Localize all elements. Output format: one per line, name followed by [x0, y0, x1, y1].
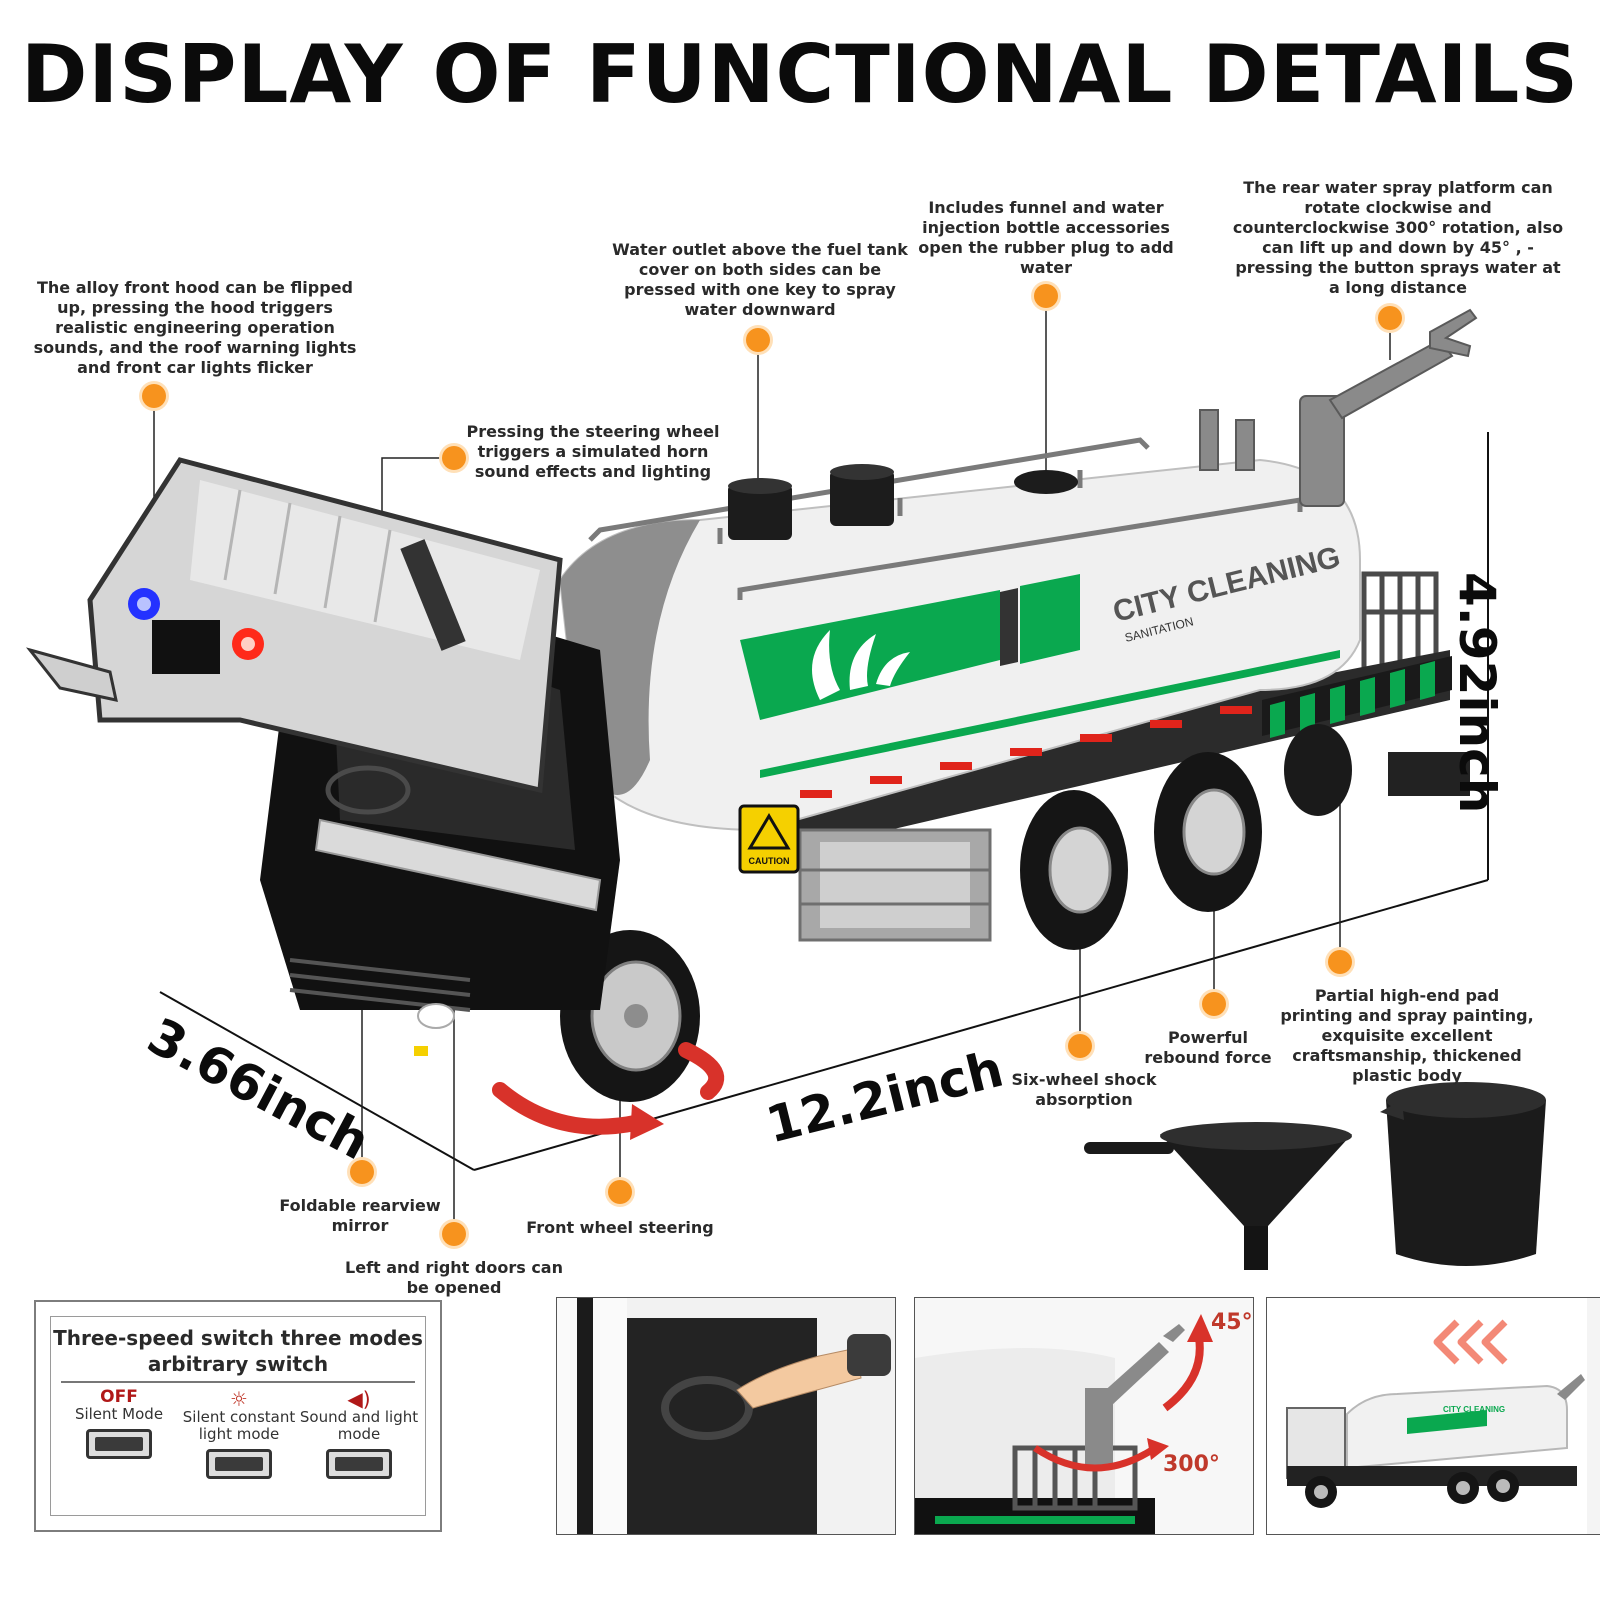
mode-switch[interactable] — [86, 1429, 152, 1459]
thumb-mini-truck: CITY CLEANING — [1266, 1297, 1600, 1535]
angle-lift-label: 45° — [1211, 1310, 1253, 1335]
callout-funnel: Includes funnel and water injection bott… — [918, 198, 1174, 277]
funnel — [1084, 1122, 1352, 1270]
callout-rebound: Powerful rebound force — [1144, 1028, 1272, 1067]
marker-dot — [746, 328, 770, 352]
mode-label: Sound and light mode — [299, 1408, 419, 1443]
thumb-steering — [556, 1297, 896, 1535]
marker-dot — [142, 384, 166, 408]
mode-label: Silent Mode — [74, 1405, 164, 1423]
mode-sound-light: ◀) Sound and light mode — [299, 1389, 419, 1479]
marker-dot — [350, 1160, 374, 1184]
measuring-cup — [1380, 1082, 1546, 1266]
mini-brand: CITY CLEANING — [1443, 1405, 1505, 1414]
angle-rotate-label: 300° — [1163, 1452, 1220, 1477]
marker-dot — [1034, 284, 1058, 308]
callout-water-outlet: Water outlet above the fuel tank cover o… — [612, 240, 908, 319]
motion-arrows-icon — [1433, 1319, 1508, 1365]
marker-dot — [442, 446, 466, 470]
fuel-box — [798, 828, 992, 942]
caution-sticker: CAUTION — [738, 804, 800, 874]
page-title: DISPLAY OF FUNCTIONAL DETAILS — [21, 28, 1579, 121]
marker-dot — [608, 1180, 632, 1204]
callout-steering-wheel: Pressing the steering wheel triggers a s… — [466, 422, 720, 481]
marker-dot — [1202, 992, 1226, 1016]
thumb-sprayer: 45° 300° — [914, 1297, 1254, 1535]
sprayer-arm — [1199, 308, 1478, 507]
light-icon: ☼ — [230, 1387, 248, 1411]
svg-text:CAUTION: CAUTION — [749, 856, 790, 866]
marker-dot — [1378, 306, 1402, 330]
mode-switch[interactable] — [326, 1449, 392, 1479]
marker-dot — [442, 1222, 466, 1246]
mode-constant-light: ☼ Silent constant light mode — [179, 1389, 299, 1479]
modes-title: Three-speed switch three modes arbitrary… — [53, 1326, 423, 1376]
callout-mirror: Foldable rearview mirror — [279, 1196, 441, 1235]
modes-divider — [61, 1381, 415, 1383]
callout-doors: Left and right doors can be opened — [345, 1258, 563, 1297]
mode-silent: OFF Silent Mode — [59, 1389, 179, 1459]
tank — [558, 458, 1361, 832]
green-skirt — [1262, 656, 1452, 738]
callout-pad-printing: Partial high-end pad printing and spray … — [1280, 986, 1534, 1085]
mode-label: Silent constant light mode — [182, 1408, 296, 1443]
mode-off-tag: OFF — [100, 1387, 138, 1407]
marker-dot — [1068, 1034, 1092, 1058]
speaker-icon: ◀) — [347, 1387, 371, 1411]
mode-switch[interactable] — [206, 1449, 272, 1479]
flipped-hood — [25, 457, 563, 794]
callout-front-steer: Front wheel steering — [526, 1218, 714, 1237]
steering-arrow — [492, 1042, 725, 1135]
callout-rear-spray: The rear water spray platform can rotate… — [1232, 178, 1564, 297]
callout-six-wheel: Six-wheel shock absorption — [1011, 1070, 1157, 1109]
callout-front-hood: The alloy front hood can be flipped up, … — [33, 278, 357, 377]
height-dimension: 4.92inch — [1448, 572, 1506, 814]
tank-caps — [728, 464, 1078, 540]
modes-panel: Three-speed switch three modes arbitrary… — [34, 1300, 442, 1532]
marker-dot — [1328, 950, 1352, 974]
